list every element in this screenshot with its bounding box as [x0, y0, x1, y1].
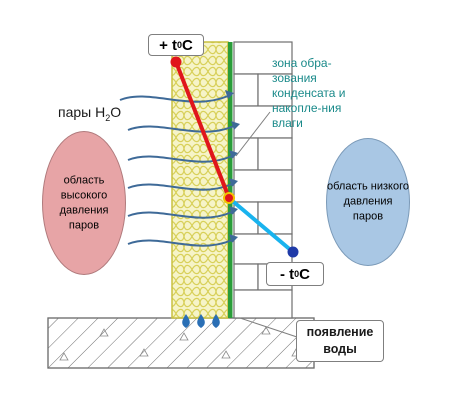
vapor-label-end: O [110, 104, 122, 120]
insulation-layer [171, 41, 229, 319]
water-leader-line [239, 317, 301, 339]
vapor-arrow [127, 183, 233, 191]
hot-temp-sign: + t [159, 36, 178, 54]
dew-point [223, 192, 235, 204]
foundation-slab [47, 317, 315, 369]
water-drop [197, 314, 205, 328]
vapor-label-subscript: 2 [105, 112, 111, 123]
low-pressure-region: область низкого давления паров [326, 138, 410, 266]
cold-temperature-line [227, 196, 295, 254]
high-pressure-label: область высокого давления паров [59, 174, 109, 231]
vapor-arrow [127, 211, 233, 219]
vapor-arrowheads [225, 90, 240, 243]
hot-temp-unit: C [182, 36, 193, 54]
condensation-zone-label: зона обра-зования конденсата и накопле-н… [272, 56, 346, 130]
zone-leader-line [235, 111, 271, 157]
cold-temp-degree: 0 [294, 269, 300, 279]
high-pressure-region: область высокого давления паров [42, 131, 126, 275]
vapor-label-main: пары H [58, 104, 106, 120]
vapor-arrow [119, 95, 229, 103]
water-drop [212, 314, 220, 328]
water-drops [182, 314, 220, 328]
water-appearance-label: появление воды [306, 325, 374, 356]
low-pressure-label: область низкого давления паров [327, 180, 409, 223]
hot-point [170, 56, 182, 68]
vapor-label: пары H2O [58, 104, 121, 124]
hot-temperature-line [174, 61, 231, 199]
water-appearance-box: появление воды [296, 320, 384, 362]
vapor-arrows [119, 95, 235, 247]
vapor-arrow [127, 155, 233, 163]
water-drop [182, 314, 190, 328]
vapor-arrow [127, 239, 233, 247]
cold-point [287, 246, 299, 258]
brick-wall [233, 41, 293, 319]
vapor-arrow [127, 125, 235, 133]
cold-temp-sign: - t [279, 265, 295, 283]
hot-temp-degree: 0 [177, 40, 183, 50]
cold-temp-unit: C [299, 265, 311, 283]
